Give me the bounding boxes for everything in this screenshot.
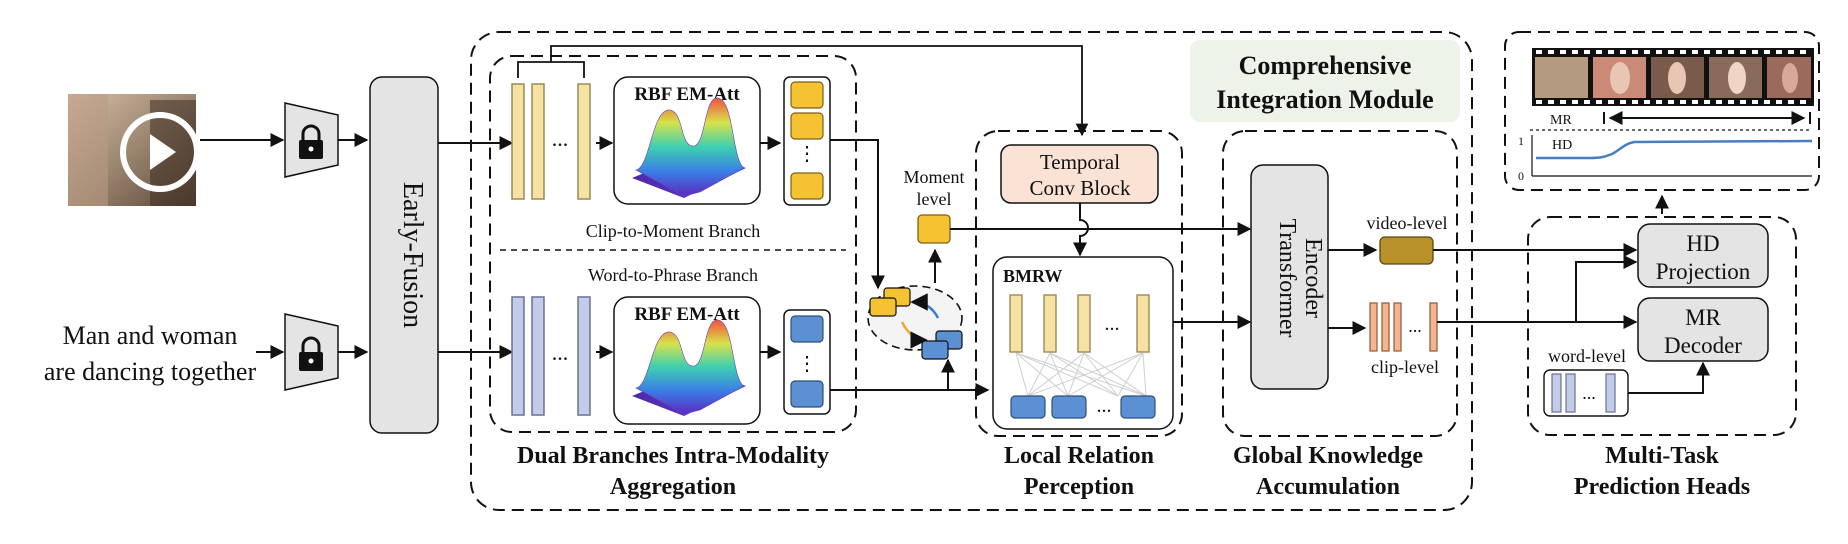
- ellipsis: ...: [552, 126, 569, 151]
- moment-level-label-line2: level: [917, 189, 952, 209]
- rbf-em-att-label: RBF EM-Att: [634, 84, 740, 105]
- svg-text:...: ...: [1105, 313, 1120, 335]
- heads-caption-line2: Prediction Heads: [1574, 474, 1750, 500]
- film-strip: [1532, 48, 1814, 106]
- global-caption-line2: Accumulation: [1256, 474, 1400, 500]
- dual-branch-caption-line1: Dual Branches Intra-Modality: [517, 443, 829, 469]
- mr-line2: Decoder: [1664, 333, 1742, 358]
- video-frozen-encoder: [284, 102, 339, 178]
- encoder-line2: Encoder: [1300, 238, 1326, 318]
- mr-line1: MR: [1685, 305, 1721, 330]
- comprehensive-title-line1: Comprehensive: [1239, 51, 1412, 80]
- moment-cycle-icon: [867, 285, 963, 360]
- encoder-line1: Transformer: [1274, 218, 1300, 337]
- hd-y-bottom: 0: [1518, 169, 1524, 183]
- local-relation-box: [975, 130, 1183, 437]
- global-caption-line1: Global Knowledge: [1233, 443, 1423, 469]
- mr-output-label: MR: [1550, 113, 1572, 128]
- local-caption-line1: Local Relation: [1004, 443, 1154, 469]
- output-panel: [1504, 31, 1820, 191]
- comprehensive-integration-module: [470, 31, 1473, 511]
- hd-output-label: HD: [1552, 138, 1572, 153]
- hd-output-chart: 1 0 HD: [1518, 134, 1813, 183]
- word-token-bars: ...: [511, 296, 591, 416]
- hd-y-top: 1: [1518, 134, 1524, 148]
- text-frozen-encoder: [284, 313, 339, 391]
- clip-level-label: clip-level: [1371, 357, 1439, 377]
- local-caption-line2: Perception: [1024, 474, 1134, 500]
- rbf-em-att-top: RBF EM-Att: [613, 76, 761, 205]
- heads-caption-line1: Multi-Task: [1605, 443, 1719, 469]
- hd-line1: HD: [1686, 231, 1719, 256]
- svg-text:...: ...: [1408, 316, 1422, 336]
- hd-line2: Projection: [1656, 259, 1751, 284]
- mr-decoder-block: MR Decoder: [1637, 297, 1769, 362]
- phrase-token-stack: ⋮: [783, 309, 831, 415]
- multi-task-heads-box: [1527, 216, 1797, 436]
- video-level-label: video-level: [1367, 213, 1448, 233]
- early-fusion-block: Early-Fusion: [369, 76, 439, 434]
- ellipsis: ...: [552, 340, 569, 365]
- query-text-line2: are dancing together: [44, 357, 257, 386]
- moment-level-token: [917, 214, 951, 244]
- dual-branch-caption-line2: Aggregation: [610, 474, 736, 500]
- dual-branch-box: [489, 55, 857, 433]
- query-text-line1: Man and woman: [63, 321, 238, 350]
- clip-token-bars: ...: [511, 83, 591, 200]
- comprehensive-title-line2: Integration Module: [1216, 85, 1433, 114]
- bmrw-block: BMRW ... ...: [992, 256, 1174, 430]
- transformer-encoder: Transformer Encoder: [1250, 164, 1329, 390]
- play-icon[interactable]: [120, 112, 200, 192]
- global-knowledge-box: [1222, 130, 1458, 437]
- comprehensive-title-bg: [1190, 40, 1460, 122]
- video-level-token: [1379, 236, 1434, 265]
- svg-text:⋮: ⋮: [797, 143, 817, 165]
- early-fusion-label: Early-Fusion: [397, 182, 428, 328]
- temporal-conv-block: Temporal Conv Block: [1000, 144, 1159, 204]
- svg-text:...: ...: [1582, 383, 1596, 403]
- video-input: [68, 94, 200, 206]
- word-to-phrase-branch-label: Word-to-Phrase Branch: [588, 265, 758, 285]
- temporal-conv-line2: Conv Block: [1030, 176, 1131, 200]
- svg-text:⋮: ⋮: [797, 353, 817, 375]
- svg-text:...: ...: [1097, 395, 1112, 417]
- word-level-tokens: ...: [1543, 369, 1629, 417]
- bmrw-label: BMRW: [1003, 266, 1062, 286]
- word-level-label: word-level: [1548, 346, 1626, 366]
- moment-level-label-line1: Moment: [904, 167, 965, 187]
- clip-to-moment-branch-label: Clip-to-Moment Branch: [586, 221, 760, 241]
- moment-token-stack: ⋮: [783, 76, 831, 206]
- hd-projection-block: HD Projection: [1637, 223, 1769, 288]
- lock-icon: [299, 124, 323, 159]
- temporal-conv-line1: Temporal: [1040, 150, 1120, 174]
- rbf-em-att-bottom: RBF EM-Att: [613, 296, 761, 425]
- lock-icon: [299, 336, 323, 371]
- clip-level-tokens: ...: [1369, 302, 1438, 352]
- rbf-em-att-label: RBF EM-Att: [634, 304, 740, 325]
